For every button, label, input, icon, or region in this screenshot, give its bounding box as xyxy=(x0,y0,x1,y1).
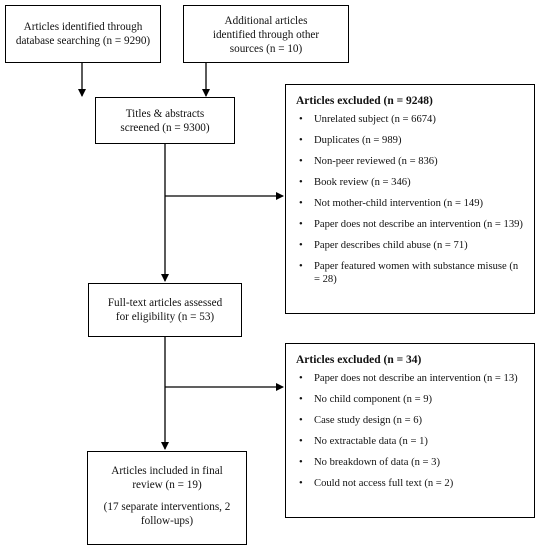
identified-database-line1: Articles identified through xyxy=(23,21,143,33)
identified-other-box: Additional articles identified through o… xyxy=(183,5,349,63)
list-item: No extractable data (n = 1) xyxy=(296,435,526,448)
included-line2: review (n = 19) xyxy=(132,479,202,491)
excluded-fulltext-title: Articles excluded (n = 34) xyxy=(296,354,422,366)
included-line4: follow-ups) xyxy=(140,515,194,527)
included-box: Articles included in final review (n = 1… xyxy=(87,451,247,545)
excluded-screening-box: Articles excluded (n = 9248) Unrelated s… xyxy=(285,84,535,314)
excluded-screening-list: Unrelated subject (n = 6674) Duplicates … xyxy=(296,113,526,286)
included-line1: Articles included in final xyxy=(111,465,223,477)
excluded-fulltext-list: Paper does not describe an intervention … xyxy=(296,372,526,490)
identified-other-line2: identified through other xyxy=(212,29,320,41)
list-item: Case study design (n = 6) xyxy=(296,414,526,427)
list-item: Duplicates (n = 989) xyxy=(296,134,526,147)
screened-line1: Titles & abstracts xyxy=(125,108,205,120)
fulltext-line2: for eligibility (n = 53) xyxy=(115,311,215,323)
list-item: Paper featured women with substance misu… xyxy=(296,260,526,286)
included-line3: (17 separate interventions, 2 xyxy=(103,501,231,513)
identified-other-line3: sources (n = 10) xyxy=(229,43,303,55)
excluded-fulltext-box: Articles excluded (n = 34) Paper does no… xyxy=(285,343,535,518)
included-spacer xyxy=(88,492,246,500)
identified-database-line2: database searching (n = 9290) xyxy=(15,35,151,47)
excluded-screening-title: Articles excluded (n = 9248) xyxy=(296,95,433,107)
list-item: Non-peer reviewed (n = 836) xyxy=(296,155,526,168)
fulltext-line1: Full-text articles assessed xyxy=(107,297,223,309)
list-item: Could not access full text (n = 2) xyxy=(296,477,526,490)
fulltext-box: Full-text articles assessed for eligibil… xyxy=(88,283,242,337)
identified-other-line1: Additional articles xyxy=(224,15,308,27)
list-item: No breakdown of data (n = 3) xyxy=(296,456,526,469)
list-item: Paper does not describe an intervention … xyxy=(296,372,526,385)
screened-box: Titles & abstracts screened (n = 9300) xyxy=(95,97,235,144)
list-item: Paper describes child abuse (n = 71) xyxy=(296,239,526,252)
list-item: Not mother-child intervention (n = 149) xyxy=(296,197,526,210)
list-item: Book review (n = 346) xyxy=(296,176,526,189)
list-item: Paper does not describe an intervention … xyxy=(296,218,526,231)
screened-line2: screened (n = 9300) xyxy=(120,122,210,134)
identified-database-box: Articles identified through database sea… xyxy=(5,5,161,63)
list-item: No child component (n = 9) xyxy=(296,393,526,406)
list-item: Unrelated subject (n = 6674) xyxy=(296,113,526,126)
